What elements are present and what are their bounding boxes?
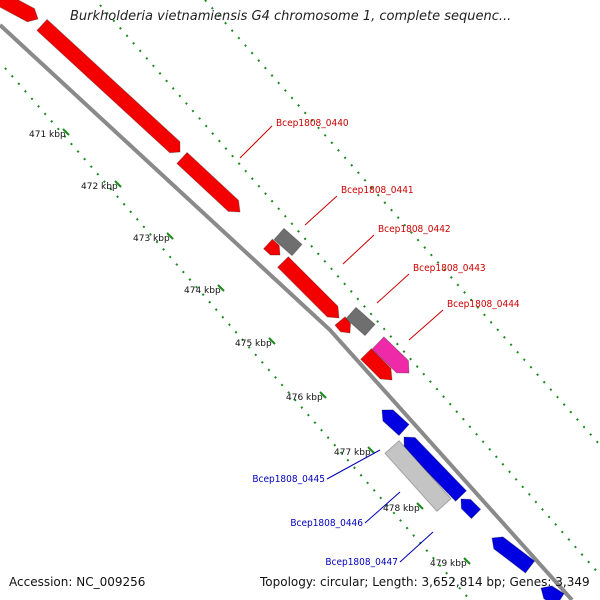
gene-label[interactable]: Bcep1808_0445 [252,474,325,485]
tick-mark [416,502,424,510]
tick-mark [463,557,471,565]
gene-label-leader [326,449,381,480]
gene-arrow-reverse[interactable] [403,436,468,502]
tick-label: 474 kbp [184,286,221,296]
gene-arrow-reverse[interactable] [381,409,410,437]
tick-mark [268,337,276,345]
tick-mark [217,284,225,292]
outer-dotted-guide [99,4,600,576]
tick-mark [62,128,70,136]
gene-arrow-grey[interactable] [273,227,303,257]
gene-arrow-forward[interactable] [0,0,39,23]
gene-label-leader [239,125,273,159]
gene-arrow-reverse[interactable] [491,536,536,574]
tick-label: 477 kbp [334,448,371,458]
gene-arrow-light[interactable] [384,439,452,513]
labels-group: Bcep1808_0440Bcep1808_0441Bcep1808_0442B… [239,118,520,568]
gene-arrow-forward[interactable] [359,347,393,381]
map-title: Burkholderia vietnamiensis G4 chromosome… [70,9,512,24]
gene-label[interactable]: Bcep1808_0441 [341,185,414,196]
accession-text: Accession: NC_009256 [9,575,146,589]
gene-arrow-reverse[interactable] [460,498,482,520]
ticks-group: 471 kbp 472 kbp 473 kbp 474 kbp 475 kbp 476 k… [29,128,471,569]
tick-label: 475 kbp [235,339,272,349]
tick-label: 472 kbp [81,182,118,192]
gene-label[interactable]: Bcep1808_0446 [290,518,363,529]
gene-label-leader [304,195,338,226]
middle-dotted-guide [204,0,600,446]
gene-label[interactable]: Bcep1808_0443 [413,263,486,274]
tick-mark [166,232,174,240]
gene-label[interactable]: Bcep1808_0442 [378,224,451,235]
gene-arrow-forward[interactable] [276,255,340,319]
gene-label[interactable]: Bcep1808_0440 [276,118,349,129]
tick-mark [319,391,327,399]
gene-arrow-forward[interactable] [334,316,352,334]
gene-arrow-pink[interactable] [371,336,410,374]
tick-label: 479 kbp [430,559,467,569]
tick-label: 478 kbp [383,504,420,514]
tick-label: 473 kbp [133,234,170,244]
genes-group [0,0,565,600]
gene-arrow-reverse[interactable] [540,585,565,600]
gene-arrow-forward[interactable] [36,18,181,154]
genome-summary-text: Topology: circular; Length: 3,652,814 bp… [260,575,590,589]
gene-arrow-forward[interactable] [176,151,241,213]
gene-label-leader [399,531,434,563]
tick-label: 471 kbp [29,130,66,140]
gene-label-leader [376,273,410,304]
gene-arrow-forward[interactable] [262,238,281,256]
gene-label-leader [364,491,401,524]
tick-label: 476 kbp [286,393,323,403]
gene-label[interactable]: Bcep1808_0447 [325,557,398,568]
chromosome-backbone [0,23,574,600]
gene-label[interactable]: Bcep1808_0444 [447,299,520,310]
inner-dotted-guide [4,67,471,600]
gene-label-leader [342,234,375,265]
tick-mark [114,180,122,188]
gene-arrow-grey[interactable] [345,306,376,337]
tick-mark [367,446,375,454]
gene-label-leader [408,309,444,341]
